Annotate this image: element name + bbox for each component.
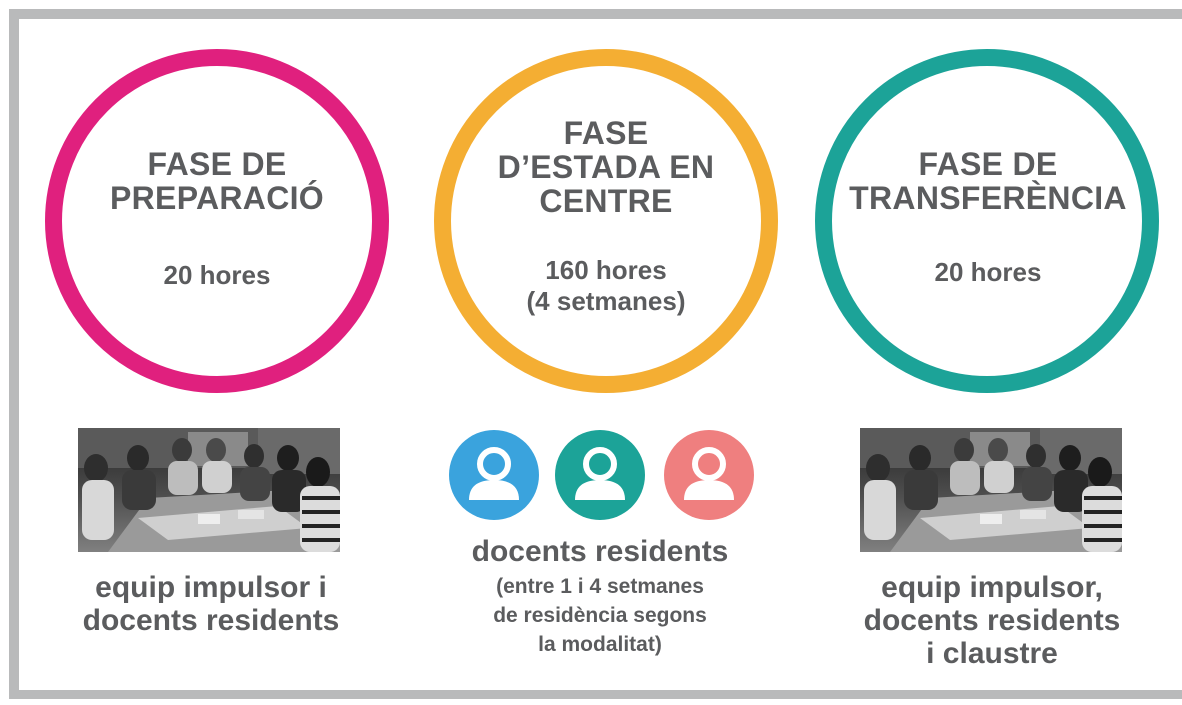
phase-title-line: PREPARACIÓ bbox=[110, 180, 324, 216]
phase-circle-transfer bbox=[815, 49, 1159, 393]
group-label-line: i claustre bbox=[926, 637, 1058, 670]
phase-title-transfer: FASE DE TRANSFERÈNCIA bbox=[838, 147, 1138, 215]
group-label-line: docents residents bbox=[82, 604, 340, 637]
phase-hours-stay: 160 hores (4 setmanes) bbox=[456, 255, 756, 317]
group-note-stay: (entre 1 i 4 setmanes de residència sego… bbox=[445, 572, 755, 659]
group-label-line: docents residents bbox=[863, 604, 1121, 637]
phase-circle-preparation bbox=[45, 49, 389, 393]
user-icon bbox=[664, 430, 754, 520]
phase-hours-line: (4 setmanes) bbox=[526, 286, 686, 316]
phase-title-stay: FASE D’ESTADA EN CENTRE bbox=[456, 116, 756, 218]
phase-hours-preparation: 20 hores bbox=[67, 260, 367, 291]
user-icon bbox=[555, 430, 645, 520]
phase-title-line: CENTRE bbox=[539, 183, 673, 219]
group-note-line: la modalitat) bbox=[538, 633, 662, 656]
group-photo bbox=[860, 428, 1122, 552]
phase-title-line: D’ESTADA EN bbox=[497, 149, 715, 185]
phase-title-line: FASE bbox=[563, 115, 649, 151]
group-note-line: de residència segons bbox=[493, 604, 707, 627]
phase-hours-line: 160 hores bbox=[545, 255, 667, 285]
phase-title-line: TRANSFERÈNCIA bbox=[849, 180, 1127, 216]
phase-title-preparation: FASE DE PREPARACIÓ bbox=[67, 147, 367, 215]
group-label-line: equip impulsor i bbox=[95, 571, 327, 604]
group-label-transfer: equip impulsor, docents residents i clau… bbox=[827, 571, 1157, 670]
user-icon bbox=[449, 430, 539, 520]
group-photo bbox=[78, 428, 340, 552]
group-note-line: (entre 1 i 4 setmanes bbox=[496, 575, 704, 598]
phase-title-line: FASE DE bbox=[918, 146, 1058, 182]
phase-circle-stay bbox=[434, 49, 778, 393]
phase-hours-line: 20 hores bbox=[934, 257, 1042, 287]
group-label-stay: docents residents bbox=[471, 535, 729, 568]
phase-title-line: FASE DE bbox=[147, 146, 287, 182]
group-label-preparation: equip impulsor i docents residents bbox=[46, 571, 376, 637]
phase-hours-line: 20 hores bbox=[163, 260, 271, 290]
phase-hours-transfer: 20 hores bbox=[838, 257, 1138, 288]
group-label-line: equip impulsor, bbox=[881, 571, 1103, 604]
